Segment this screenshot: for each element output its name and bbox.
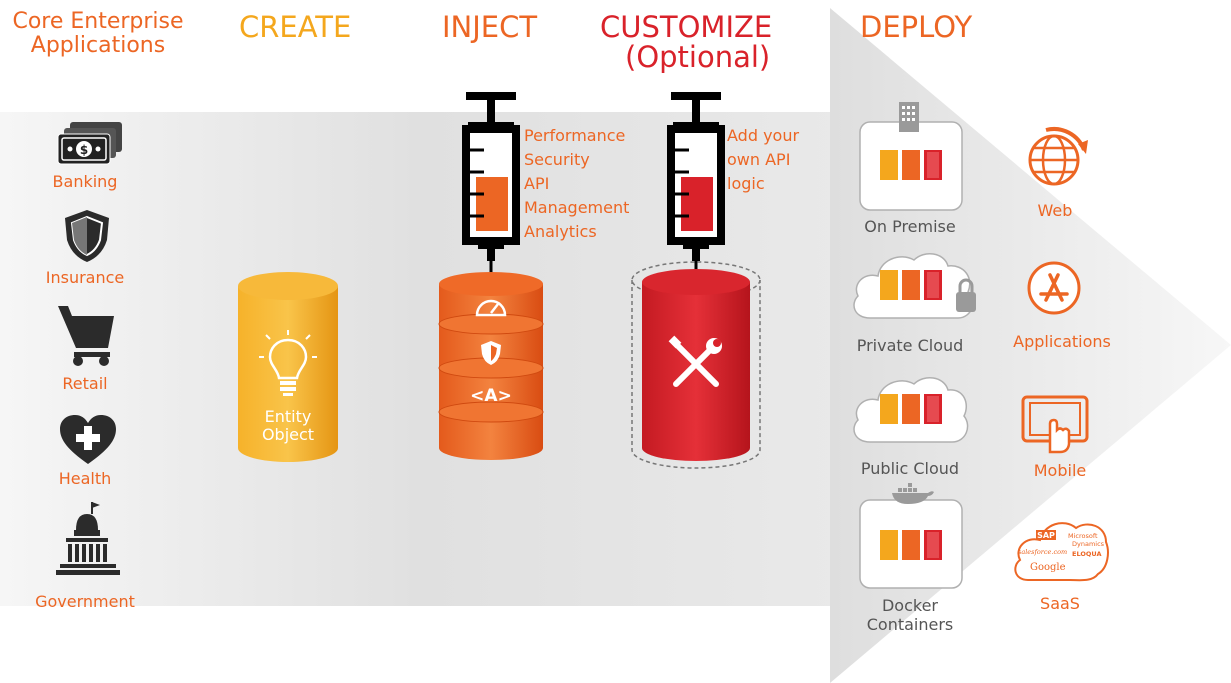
header-customize-optional: (Optional) bbox=[625, 40, 771, 74]
customize-line2: own API bbox=[727, 150, 791, 169]
svg-text:Dynamics: Dynamics bbox=[1072, 540, 1105, 548]
deploy-on-premise: On Premise bbox=[864, 217, 956, 236]
customize-description: Add your own API logic bbox=[727, 124, 799, 196]
core-app-insurance: Insurance bbox=[45, 268, 125, 287]
inject-item-analytics: Analytics bbox=[524, 222, 597, 241]
web-globe-icon bbox=[1028, 127, 1088, 186]
inject-item-performance: Performance bbox=[524, 126, 626, 145]
entity-object-label: Entity Object bbox=[248, 408, 328, 444]
svg-text:SAP: SAP bbox=[1037, 531, 1055, 540]
core-app-health: Health bbox=[58, 469, 112, 488]
mini-stack-icon-onprem bbox=[880, 150, 942, 180]
shopping-cart-icon bbox=[58, 306, 114, 366]
mobile-tablet-icon bbox=[1021, 395, 1089, 454]
header-inject: INJECT bbox=[442, 10, 538, 44]
mini-stack-icon-docker bbox=[880, 530, 942, 560]
mini-stack-icon-private bbox=[880, 270, 942, 300]
security-shield-small-icon bbox=[481, 341, 501, 365]
header-customize: CUSTOMIZE bbox=[600, 10, 773, 44]
svg-text:ELOQUA: ELOQUA bbox=[1072, 550, 1102, 558]
core-app-retail: Retail bbox=[62, 374, 108, 393]
mini-stack-icon-public bbox=[880, 394, 942, 424]
svg-text:Google: Google bbox=[1030, 562, 1066, 573]
svg-text:Microsoft: Microsoft bbox=[1068, 532, 1098, 540]
inject-item-management: Management bbox=[524, 198, 630, 217]
wrench-screwdriver-icon bbox=[668, 335, 722, 387]
svg-text:salesforce.com: salesforce.com bbox=[1018, 548, 1067, 556]
channel-web: Web bbox=[1037, 201, 1073, 220]
inject-item-security: Security bbox=[524, 150, 590, 169]
saas-logos-cloud: SAP Microsoft Dynamics salesforce.com EL… bbox=[1014, 522, 1109, 582]
header-create: CREATE bbox=[239, 10, 352, 44]
lightbulb-icon bbox=[259, 330, 317, 396]
deploy-private-cloud: Private Cloud bbox=[856, 336, 964, 355]
header-deploy: DEPLOY bbox=[860, 10, 973, 44]
header-core-enterprise: Core Enterprise Applications bbox=[8, 10, 188, 58]
entity-label-line2: Object bbox=[261, 425, 315, 444]
entity-label-line1: Entity bbox=[264, 407, 312, 426]
inject-syringe-icon bbox=[462, 92, 520, 283]
speedometer-icon bbox=[475, 299, 507, 317]
header-core-line2: Applications bbox=[30, 33, 166, 58]
api-tag-label: <A> bbox=[470, 386, 512, 406]
inject-stacked-cylinder bbox=[438, 272, 544, 460]
customize-line3: logic bbox=[727, 174, 765, 193]
customize-cylinder bbox=[631, 261, 761, 469]
docker-whale-icon bbox=[892, 483, 934, 504]
office-building-icon bbox=[899, 102, 919, 132]
deploy-docker-line1: Docker bbox=[881, 596, 939, 615]
channel-saas: SaaS bbox=[1040, 594, 1080, 613]
channel-mobile: Mobile bbox=[1033, 461, 1087, 480]
health-heart-icon bbox=[60, 415, 116, 464]
core-app-government: Government bbox=[35, 592, 135, 611]
channel-applications: Applications bbox=[1013, 332, 1111, 351]
deploy-public-cloud: Public Cloud bbox=[860, 459, 960, 478]
banking-icon: $ bbox=[57, 122, 122, 165]
deploy-docker-line2: Containers bbox=[866, 615, 954, 634]
inject-item-api: API bbox=[524, 174, 550, 193]
svg-text:$: $ bbox=[80, 143, 88, 157]
entity-object-cylinder bbox=[238, 272, 338, 462]
customize-line1: Add your bbox=[727, 126, 800, 145]
header-core-line1: Core Enterprise bbox=[12, 9, 184, 34]
inject-feature-list: Performance Security API Management Anal… bbox=[524, 124, 629, 244]
deploy-docker-containers: Docker Containers bbox=[850, 596, 970, 634]
government-building-icon bbox=[56, 502, 120, 575]
core-app-banking: Banking bbox=[52, 172, 118, 191]
app-store-icon bbox=[1027, 261, 1081, 315]
shield-icon bbox=[65, 210, 109, 262]
customize-syringe-icon bbox=[667, 92, 725, 283]
